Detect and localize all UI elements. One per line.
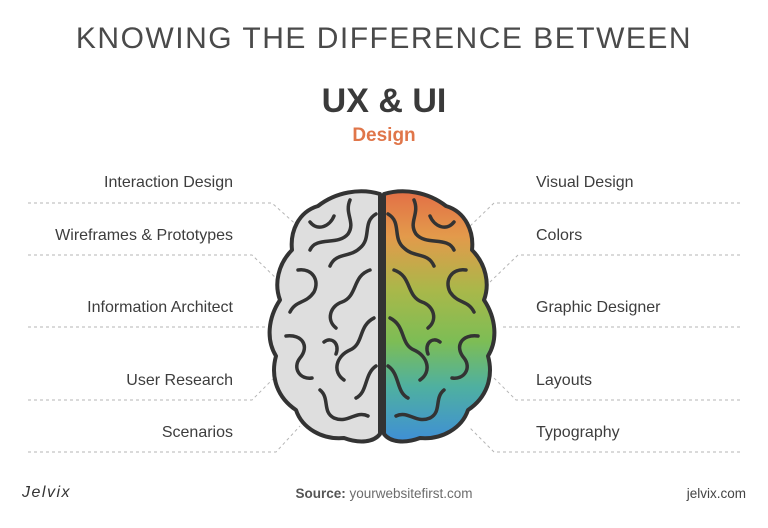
source-label: Source:	[295, 486, 346, 501]
ux-item-scenarios: Scenarios	[161, 424, 233, 441]
ui-item-graphic-designer: Graphic Designer	[536, 299, 661, 316]
source-url: yourwebsitefirst.com	[349, 486, 473, 501]
ui-item-typography: Typography	[536, 424, 620, 441]
site-link[interactable]: jelvix.com	[686, 486, 746, 501]
heading-line-1: KNOWING THE DIFFERENCE BETWEEN	[75, 22, 693, 55]
ux-item-user-research: User Research	[126, 372, 233, 389]
leader-line-visual	[467, 202, 740, 229]
leader-line-research	[28, 375, 277, 401]
heading-line-2: UX & UI	[321, 82, 447, 120]
source-credit: Source: yourwebsitefirst.com	[0, 486, 768, 501]
leader-line-scenarios	[28, 425, 301, 453]
ui-item-colors: Colors	[536, 227, 583, 244]
jelvix-logo: Jelvix	[22, 484, 72, 501]
leader-line-wireframes	[28, 254, 281, 283]
leader-line-colors	[489, 254, 740, 283]
ui-item-layouts: Layouts	[536, 372, 593, 389]
ux-item-interaction-design: Interaction Design	[104, 174, 233, 191]
leader-line-typography	[469, 427, 740, 453]
leader-line-layouts	[493, 377, 740, 401]
heading-line-3: Design	[352, 125, 416, 146]
ui-item-visual-design: Visual Design	[536, 174, 634, 191]
ux-item-wireframes-prototypes: Wireframes & Prototypes	[55, 227, 233, 244]
ux-item-information-architect: Information Architect	[87, 299, 233, 316]
